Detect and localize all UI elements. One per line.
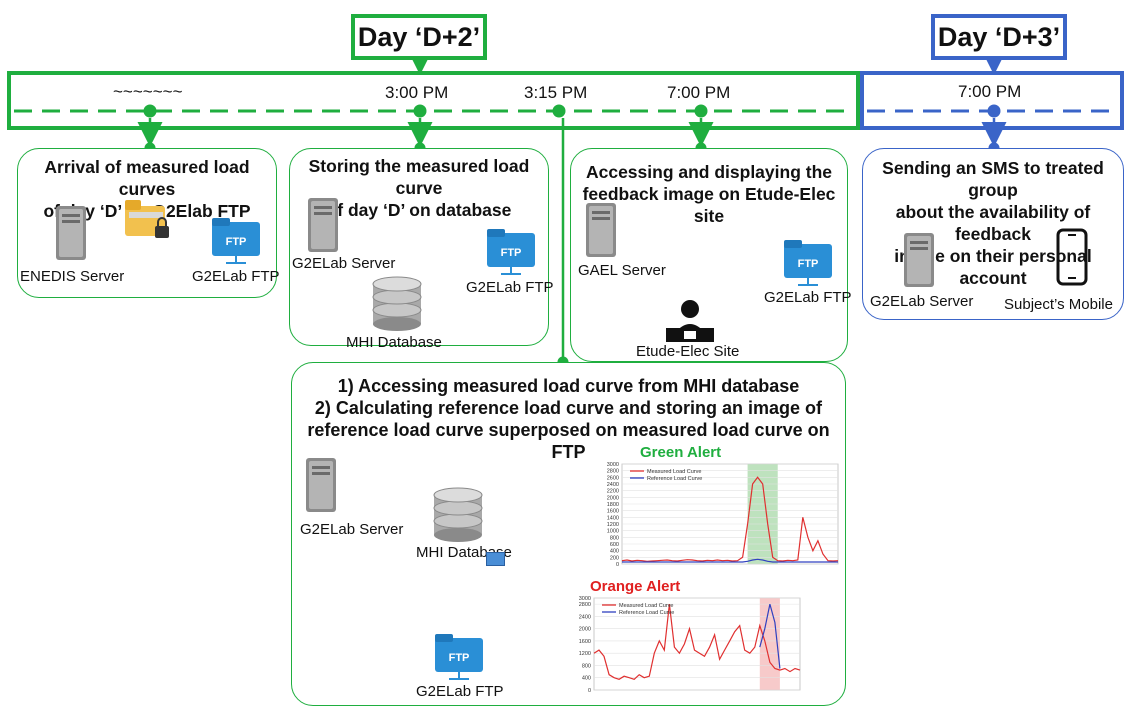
panel-accessing-site-label: Etude-Elec Site [636,343,740,360]
panel-arrival-server-label: ENEDIS Server [20,268,125,285]
time-label-300: 3:00 PM [385,83,449,102]
timeline-dots [143,104,1001,118]
panel-storing-db-label: MHI Database [346,334,442,351]
panel-accessing: Accessing and displaying the feedback im… [570,148,848,362]
time-label-700: 7:00 PM [667,83,731,102]
day-d3-box: Day ‘D+3’ [931,14,1067,60]
panel-calculating-title: 1) Accessing measured load curve from MH… [307,376,830,462]
panel-arrival-title: Arrival of measured load curves of day ‘… [43,157,251,221]
time-label-d3-700: 7:00 PM [958,82,1022,101]
panel-arrival-ftp-label: G2ELab FTP [192,268,280,285]
panel-sms-mobile-label: Subject’s Mobile [1004,296,1113,313]
panel-sms-server-label: G2ELab Server [870,293,974,310]
panel-accessing-server-label: GAEL Server [578,262,666,279]
connector-square [486,552,505,566]
panel-storing: Storing the measured load curve of day ‘… [289,148,549,346]
panel-accessing-title: Accessing and displaying the feedback im… [582,162,836,226]
time-label-315: 3:15 PM [524,83,588,102]
panel-accessing-ftp-label: G2ELab FTP [764,289,852,306]
day-d2-box: Day ‘D+2’ [351,14,487,60]
panel-storing-ftp-label: G2ELab FTP [466,279,554,296]
panel-storing-server-label: G2ELab Server [292,255,396,272]
panel-calculating-server-label: G2ELab Server [300,521,404,538]
orange-alert-title: Orange Alert [590,578,681,595]
panel-calculating-ftp-label: G2ELab FTP [416,683,504,700]
timeline-d2-frame [7,71,860,130]
time-label-d: ~~~~~~~ [113,82,183,101]
panel-storing-title: Storing the measured load curve of day ‘… [308,156,530,220]
green-alert-title: Green Alert [640,444,722,461]
panel-sms-title: Sending an SMS to treated group about th… [882,158,1104,288]
